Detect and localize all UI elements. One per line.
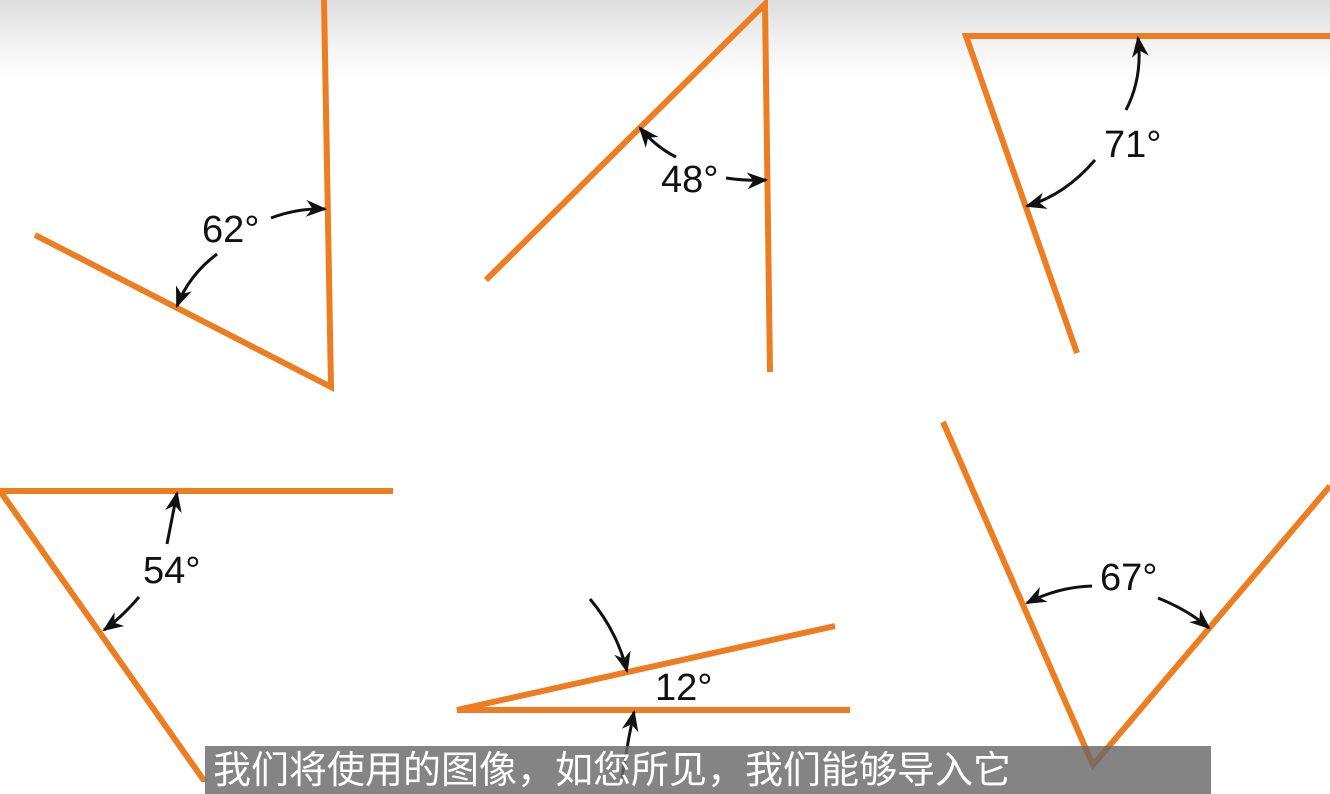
angle-12-label: 12°: [655, 667, 712, 709]
angle-71-arrow-left: [1024, 159, 1097, 209]
angle-48-rays: [483, 0, 773, 373]
angle-48-arrow-right: [725, 172, 769, 190]
angle-54-rays: [0, 488, 393, 782]
angle-67: 67°: [940, 420, 1330, 771]
angle-71-rays: [961, 33, 1330, 354]
angle-48-label: 48°: [661, 159, 718, 201]
angle-67-arrow-right: [1157, 596, 1211, 630]
subtitle-caption: 我们将使用的图像，如您所见，我们能够导入它: [205, 746, 1211, 794]
angle-54-label: 54°: [143, 550, 200, 592]
angle-62-label: 62°: [202, 209, 259, 251]
angle-71: 71°: [961, 33, 1330, 354]
angle-48-arrow-left: [638, 126, 677, 159]
angle-62-rays: [33, 0, 335, 392]
angle-62: 62°: [33, 0, 335, 392]
angle-54-arrow-top: [165, 490, 182, 545]
angle-62-arrow-right: [270, 199, 328, 220]
angle-67-label: 67°: [1100, 557, 1157, 599]
angle-12-arrow-top: [588, 598, 631, 674]
angle-54-arrow-left: [102, 596, 141, 632]
angle-71-label: 71°: [1104, 124, 1161, 166]
angle-48: 48°: [483, 0, 773, 373]
angle-12-rays: [456, 623, 850, 713]
angle-54: 54°: [0, 488, 393, 782]
top-shadow: [0, 0, 1330, 80]
angle-67-arrow-left: [1025, 584, 1093, 605]
angle-62-arrow-left: [175, 252, 218, 308]
angle-71-arrow-top: [1124, 35, 1149, 111]
